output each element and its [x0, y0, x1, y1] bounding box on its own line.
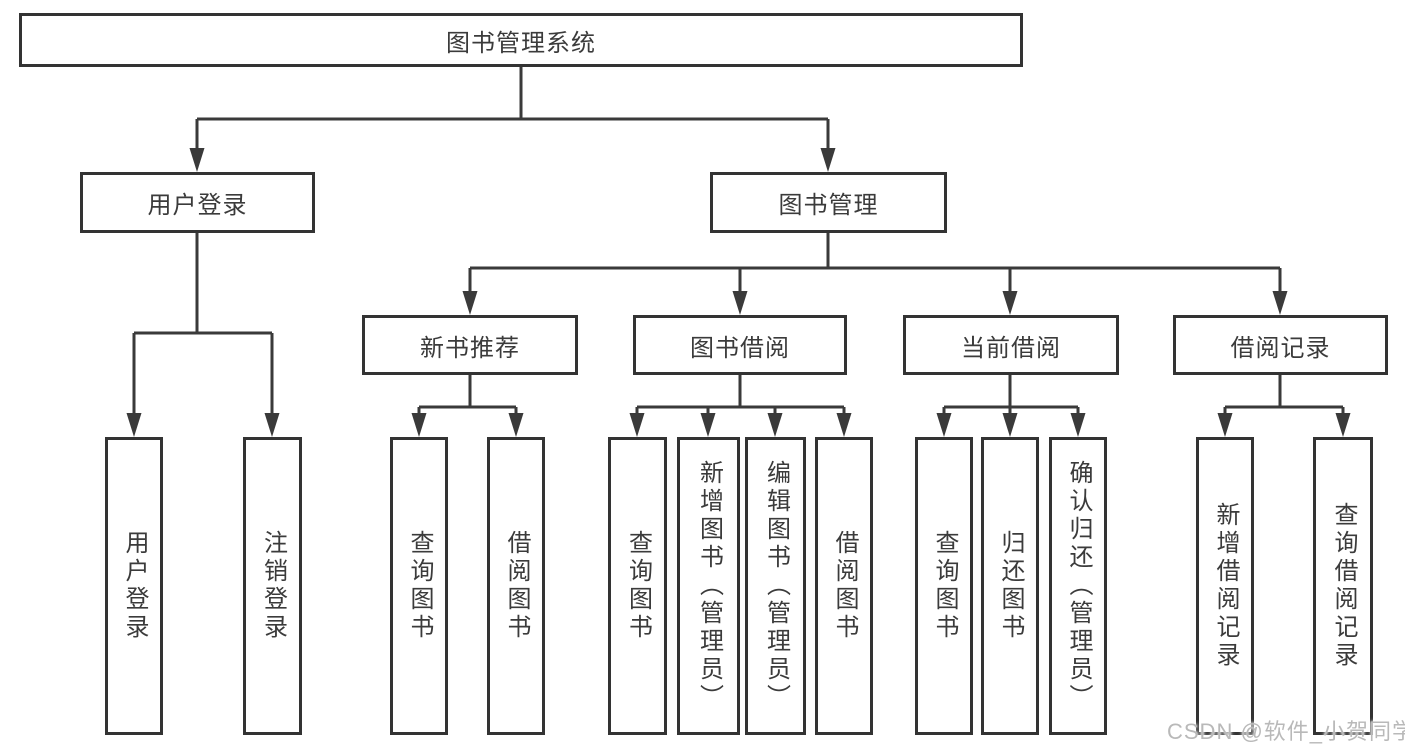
node-label: 图书借阅 [690, 334, 790, 362]
node-label: 借阅图书 [503, 530, 530, 642]
node-book-management: 图书管理 [710, 172, 947, 233]
node-label: 图书管理系统 [446, 29, 596, 57]
leaf-query-books: 查询图书 [915, 437, 973, 735]
node-label: 确认归还（管理员） [1065, 460, 1092, 712]
node-label: 查询图书 [406, 530, 433, 642]
arrow-down-icon [1070, 413, 1086, 437]
node-label: 查询图书 [624, 530, 652, 642]
node-label: 新增借阅记录 [1212, 502, 1239, 670]
arrow-down-icon [1002, 413, 1018, 437]
arrow-down-icon [629, 413, 645, 437]
leaf-query-borrow-record: 查询借阅记录 [1313, 437, 1373, 735]
leaf-borrow-books: 借阅图书 [815, 437, 873, 735]
leaf-return-books: 归还图书 [981, 437, 1039, 735]
leaf-user-login: 用户登录 [105, 437, 163, 735]
node-label: 借阅记录 [1230, 334, 1331, 362]
node-library-system: 图书管理系统 [19, 13, 1023, 67]
connector-login-to-leaves [132, 233, 274, 414]
arrow-down-icon [126, 413, 142, 437]
arrow-down-icon [264, 413, 280, 437]
arrow-down-icon [936, 413, 952, 437]
connector-current-to-leaves [942, 375, 1080, 414]
arrow-down-icon [732, 291, 748, 315]
arrow-down-icon [462, 291, 478, 315]
node-label: 用户登录 [147, 192, 248, 219]
node-new-book-recommend: 新书推荐 [362, 315, 578, 375]
connector-records-to-leaves [1223, 375, 1345, 414]
arrow-down-icon [820, 148, 836, 172]
leaf-edit-books-admin: 编辑图书（管理员） [745, 437, 806, 735]
node-book-borrowing: 图书借阅 [633, 315, 847, 375]
arrow-down-icon [700, 413, 716, 437]
node-label: 借阅图书 [831, 530, 858, 642]
arrow-down-icon [767, 413, 783, 437]
node-label: 查询图书 [931, 530, 958, 642]
leaf-query-books: 查询图书 [390, 437, 448, 735]
csdn-watermark: CSDN @软件_小贺同学 [1167, 719, 1405, 744]
arrow-down-icon [836, 413, 852, 437]
leaf-query-books: 查询图书 [608, 437, 667, 735]
node-label: 新书推荐 [420, 334, 520, 362]
node-label: 编辑图书（管理员） [762, 460, 790, 712]
arrow-down-icon [1217, 413, 1233, 437]
arrow-down-icon [1335, 413, 1351, 437]
node-label: 新增图书（管理员） [695, 460, 723, 712]
leaf-confirm-return-admin: 确认归还（管理员） [1049, 437, 1107, 735]
node-label: 归还图书 [997, 530, 1024, 642]
connector-root-to-level2 [195, 67, 830, 150]
connector-mgmt-to-level3 [468, 233, 1282, 292]
node-label: 图书管理 [778, 192, 879, 219]
arrow-down-icon [1002, 291, 1018, 315]
leaf-logout: 注销登录 [243, 437, 302, 735]
node-label: 用户登录 [121, 530, 148, 642]
arrow-down-icon [411, 413, 427, 437]
node-current-borrowing: 当前借阅 [903, 315, 1119, 375]
node-label: 查询借阅记录 [1330, 502, 1357, 670]
arrow-down-icon [508, 413, 524, 437]
arrow-down-icon [1272, 291, 1288, 315]
leaf-add-books-admin: 新增图书（管理员） [677, 437, 740, 735]
leaf-borrow-books: 借阅图书 [487, 437, 545, 735]
node-user-login: 用户登录 [80, 172, 315, 233]
connector-newrec-to-leaves [417, 375, 518, 414]
arrow-down-icon [189, 148, 205, 172]
connector-borrow-to-leaves [635, 375, 846, 414]
node-borrowing-records: 借阅记录 [1173, 315, 1388, 375]
node-label: 注销登录 [259, 530, 287, 642]
node-label: 当前借阅 [961, 334, 1061, 362]
leaf-add-borrow-record: 新增借阅记录 [1196, 437, 1254, 735]
